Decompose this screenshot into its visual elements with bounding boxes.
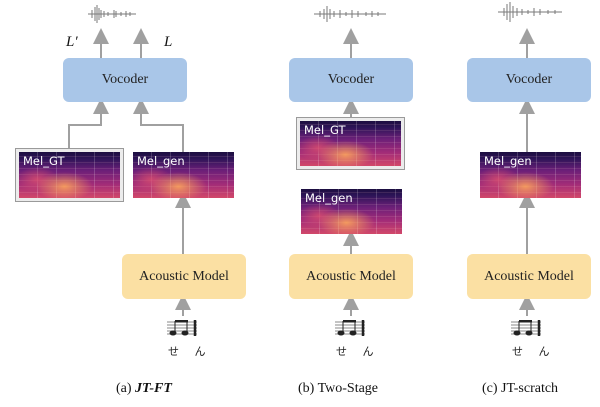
arrow-melgt-to-vocoder-a [68,98,109,148]
vocoder-box-c: Vocoder [467,58,591,102]
mel-gt-label-b: Mel_GT [304,123,346,137]
loss-label: L [164,34,173,50]
mel-gen-label-a: Mel_gen [137,154,185,168]
mel-gen-spectrogram-b: Mel_gen [301,189,402,234]
music-score-icon [335,320,365,336]
caption-a-emph: JT-FT [135,381,172,396]
mel-gt-frame-b: Mel_GT [296,117,405,170]
vocoder-box-a: Vocoder [63,58,187,102]
caption-b: (b) Two-Stage [298,381,379,396]
mel-gt-spectrogram-a: Mel_GT [19,152,120,198]
mel-gt-frame-a: Mel_GT [15,148,124,202]
loss-label-prime: L′ [66,34,78,50]
caption-a-prefix: (a) [116,381,136,396]
music-score-icon [167,320,197,336]
vocoder-box-b: Vocoder [289,58,413,102]
waveform-icon [88,5,136,23]
arrow-melgen-to-vocoder-a [133,98,184,152]
caption-c: (c) JT-scratch [482,381,559,396]
acoustic-model-box-b: Acoustic Model [289,254,413,299]
mel-gt-spectrogram-b: Mel_GT [300,121,401,166]
mel-gen-spectrogram-a: Mel_gen [133,152,234,198]
waveform-icon [314,6,386,22]
waveform-icon [498,2,562,22]
lyric-kana-b: せ ん [336,345,380,358]
mel-gen-spectrogram-c: Mel_gen [480,152,581,198]
lyric-kana-a: せ ん [168,345,212,358]
mel-gt-label-a: Mel_GT [23,154,65,168]
acoustic-model-box-a: Acoustic Model [122,254,246,299]
music-score-icon [511,320,541,336]
acoustic-model-box-c: Acoustic Model [467,254,591,299]
mel-gen-label-b: Mel_gen [305,191,353,205]
mel-gen-label-c: Mel_gen [484,154,532,168]
lyric-kana-c: せ ん [512,345,556,358]
caption-a: (a) JT-FT [116,381,172,397]
